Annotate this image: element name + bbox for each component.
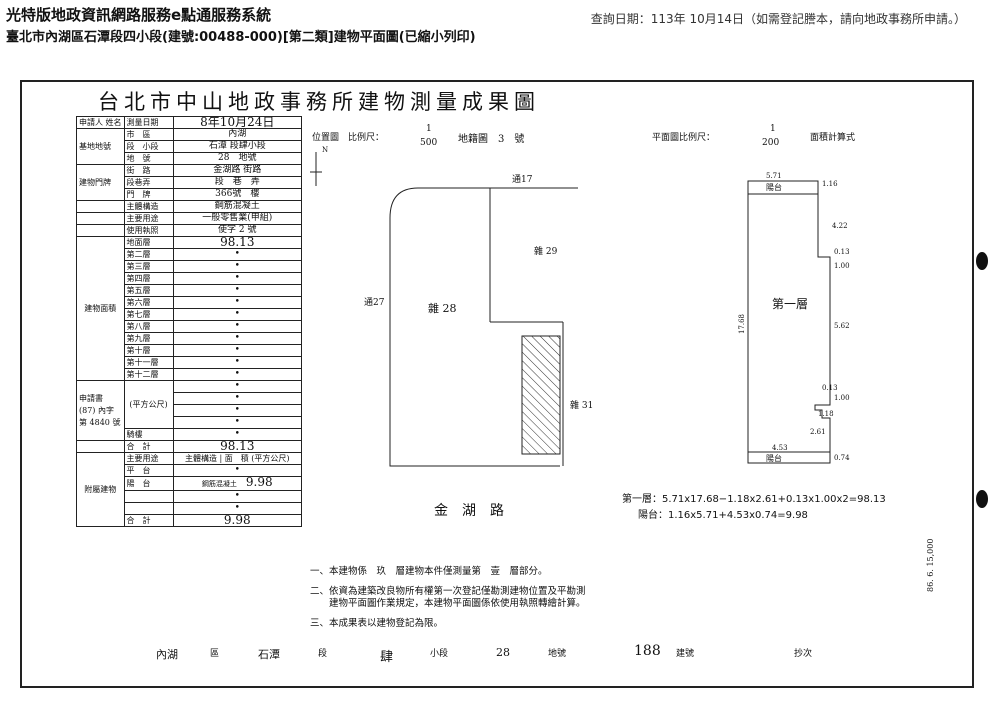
- dim-b1: 1.16: [822, 180, 838, 188]
- annex-area: 9.98: [245, 476, 273, 489]
- bottom-lot-suffix: 地號: [548, 649, 567, 659]
- bottom-section: 石潭: [258, 648, 280, 661]
- bottom-copy: 抄次: [794, 649, 813, 659]
- bottom-building-no: 188: [634, 643, 661, 659]
- document-subtitle: 臺北市內湖區石潭段四小段(建號:00488-000)[第二類]建物平面圖(已縮小…: [6, 30, 476, 45]
- annex-area: •: [234, 491, 240, 502]
- plan-heading: 平面圖比例尺：: [652, 133, 716, 143]
- annex-col-area: 面 積 (平方公尺): [224, 454, 290, 463]
- bottom-building-suffix: 建號: [676, 649, 695, 659]
- annex-col-struct: 主體構造: [184, 454, 217, 463]
- formula-balcony-label: 陽台：: [638, 510, 668, 521]
- bottom-subsection-suffix: 小段: [430, 649, 449, 659]
- annex-area: •: [234, 503, 240, 514]
- note-2a: 二、依資為建築改良物所有權第一次登記僅勘測建物位置及平勘測: [310, 586, 586, 597]
- dim-r6: 1.00: [834, 394, 850, 402]
- dim-top: 5.71: [766, 172, 782, 180]
- plan-floor-label: 第一層: [772, 297, 809, 311]
- formula-balcony: 陽台：1.16x5.71+4.53x0.74=9.98: [638, 506, 808, 521]
- bottom-lot: 28: [496, 646, 510, 659]
- label-lot-27: 通27: [364, 298, 385, 308]
- formula-floor1-label: 第一層：: [622, 494, 662, 505]
- annex-total: 9.98: [172, 514, 303, 527]
- formula-floor1: 第一層：5.71x17.68−1.18x2.61+0.13x1.00x2=98.…: [622, 490, 886, 505]
- bottom-section-suffix: 段: [318, 649, 328, 659]
- note-3: 三、本成果表以建物登記為限。: [310, 618, 444, 629]
- system-title: 光特版地政資訊網路服務e點通服務系統: [6, 6, 272, 24]
- dim-r7: 1.18: [818, 410, 834, 418]
- punch-hole-icon: [976, 252, 988, 270]
- area-unit: (平方公尺): [123, 380, 174, 429]
- dim-r5: 0.13: [822, 384, 838, 392]
- dim-left: 17.68: [738, 313, 747, 335]
- label-lot-28: 雜 28: [428, 302, 457, 315]
- bottom-district: 內湖: [156, 648, 178, 661]
- location-map-heading: 位置圖 比例尺：: [312, 133, 385, 143]
- plan-scale-num: 1: [770, 124, 776, 134]
- plan-scale-den: 200: [762, 138, 780, 148]
- bottom-district-suffix: 區: [210, 649, 220, 659]
- plan-balcony-bottom-label: 陽台: [766, 454, 782, 463]
- dim-r1: 4.22: [832, 222, 848, 230]
- dim-r2: 0.13: [834, 248, 850, 256]
- query-date: 查詢日期：113年 10月14日（如需登記謄本，請向地政事務所申請。）: [590, 12, 966, 26]
- bottom-subsection: 肆: [380, 650, 394, 665]
- dim-bottom: 4.53: [772, 444, 788, 452]
- applicant-number: 申請書 (87) 內字第 4840 號: [76, 380, 125, 441]
- punch-hole-icon: [976, 490, 988, 508]
- annex-struct: 鋼筋混凝土: [201, 480, 237, 488]
- balcony-top: [747, 180, 819, 195]
- balcony-bottom: [747, 451, 831, 464]
- subject-building-hatch: [521, 335, 561, 455]
- dim-r8: 2.61: [810, 428, 826, 436]
- plan-balcony-top-label: 陽台: [766, 183, 782, 192]
- label-lot-31: 雜 31: [570, 401, 594, 411]
- label-lot-17: 通17: [512, 175, 533, 185]
- note-2b: 建物平面圖作業規定，本建物平面圖係依使用執照轉繪計算。: [310, 598, 586, 609]
- dim-r3: 1.00: [834, 262, 850, 270]
- annex-label: 附屬建物: [76, 452, 125, 527]
- print-stamp: 86. 6. 15,000: [926, 538, 935, 592]
- formula-balcony-value: 1.16x5.71+4.53x0.74=9.98: [668, 510, 808, 521]
- location-scale-num: 1: [426, 124, 432, 134]
- document-frame: [20, 80, 974, 688]
- annex-area: •: [234, 465, 240, 476]
- cadastral-sheet: 地籍圖 3 號: [458, 134, 525, 145]
- label-lot-29: 雜 29: [534, 247, 558, 257]
- location-outline: [389, 187, 578, 467]
- dim-r4: 5.62: [834, 322, 850, 330]
- dim-b2: 0.74: [834, 454, 850, 462]
- area-method: 面積計算式: [810, 133, 856, 143]
- formula-floor1-value: 5.71x17.68−1.18x2.61+0.13x1.00x2=98.13: [662, 494, 886, 505]
- note-1: 一、本建物係 玖 層建物本件僅測量第 壹 層部分。: [310, 566, 548, 577]
- label-road: 金 湖 路: [434, 503, 504, 519]
- document-title: 台北市中山地政事務所建物測量成果圖: [98, 90, 540, 114]
- north-label: N: [322, 146, 329, 154]
- location-scale-den: 500: [420, 138, 438, 148]
